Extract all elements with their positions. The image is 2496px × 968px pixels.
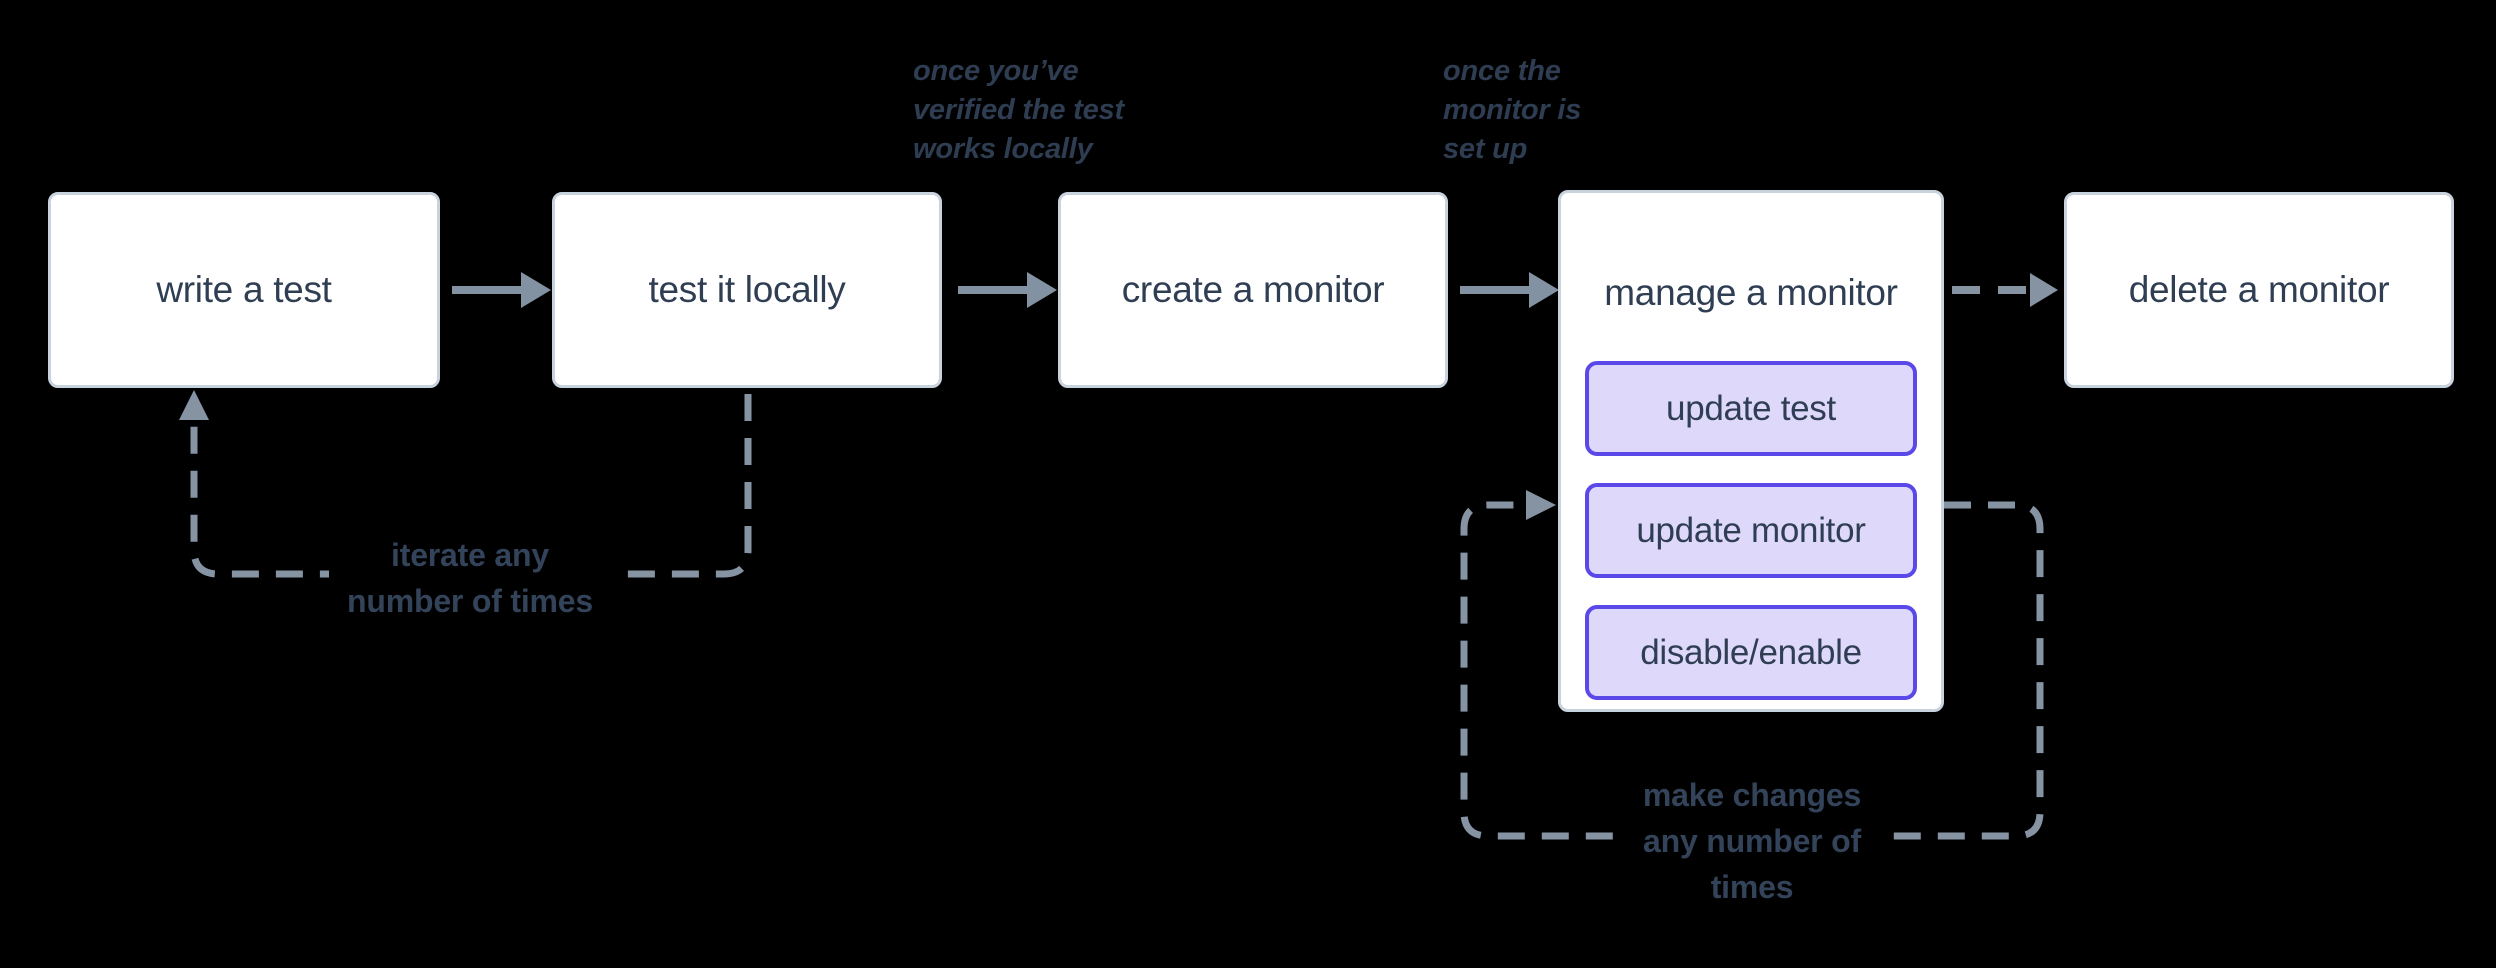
label-make-changes-line-3: times bbox=[1710, 869, 1794, 905]
loop-make-changes bbox=[1460, 490, 2044, 840]
loop-make-changes-arrowhead bbox=[1526, 490, 1556, 520]
annotation-monitor-setup: once the monitor is set up bbox=[1443, 52, 1581, 169]
node-write-test-label: write a test bbox=[156, 269, 332, 310]
label-iterate-line-2: number of times bbox=[347, 583, 593, 619]
annotation-verified-locally: once you’ve verified the test works loca… bbox=[913, 52, 1124, 169]
sub-node-disable-enable-label: disable/enable bbox=[1640, 632, 1862, 672]
arrow-write-to-test bbox=[452, 272, 551, 308]
label-iterate-loop: iterate any number of times bbox=[329, 528, 611, 628]
label-make-changes-loop: make changes any number of times bbox=[1624, 768, 1880, 914]
label-make-changes-line-2: any number of bbox=[1643, 823, 1861, 859]
node-delete-monitor-label: delete a monitor bbox=[2128, 269, 2390, 310]
label-make-changes-line-1: make changes bbox=[1642, 777, 1862, 813]
sub-node-update-monitor-label: update monitor bbox=[1636, 510, 1866, 550]
node-test-locally: test it locally bbox=[552, 192, 942, 388]
loop-iterate-arrowhead bbox=[179, 390, 209, 420]
node-manage-monitor: manage a monitor update test update moni… bbox=[1558, 190, 1944, 712]
node-create-monitor: create a monitor bbox=[1058, 192, 1448, 388]
annotation-setup-line-3: set up bbox=[1443, 133, 1528, 165]
sub-node-disable-enable: disable/enable bbox=[1585, 605, 1917, 700]
node-write-test: write a test bbox=[48, 192, 440, 388]
sub-node-update-monitor: update monitor bbox=[1585, 483, 1917, 578]
arrow-manage-to-delete bbox=[1952, 273, 2058, 307]
sub-node-update-test-label: update test bbox=[1666, 388, 1836, 428]
annotation-setup-line-2: monitor is bbox=[1443, 94, 1582, 126]
node-test-locally-label: test it locally bbox=[648, 269, 846, 310]
annotation-verified-line-3: works locally bbox=[913, 133, 1093, 165]
node-delete-monitor: delete a monitor bbox=[2064, 192, 2454, 388]
annotation-verified-line-1: once you’ve bbox=[913, 55, 1079, 87]
label-iterate-line-1: iterate any bbox=[391, 537, 549, 573]
node-create-monitor-label: create a monitor bbox=[1121, 269, 1385, 310]
arrow-test-to-create bbox=[958, 272, 1057, 308]
arrow-create-to-manage bbox=[1460, 272, 1559, 308]
annotation-setup-line-1: once the bbox=[1443, 55, 1561, 87]
sub-node-update-test: update test bbox=[1585, 361, 1917, 456]
node-manage-monitor-title: manage a monitor bbox=[1604, 272, 1898, 313]
annotation-verified-line-2: verified the test bbox=[913, 94, 1124, 126]
